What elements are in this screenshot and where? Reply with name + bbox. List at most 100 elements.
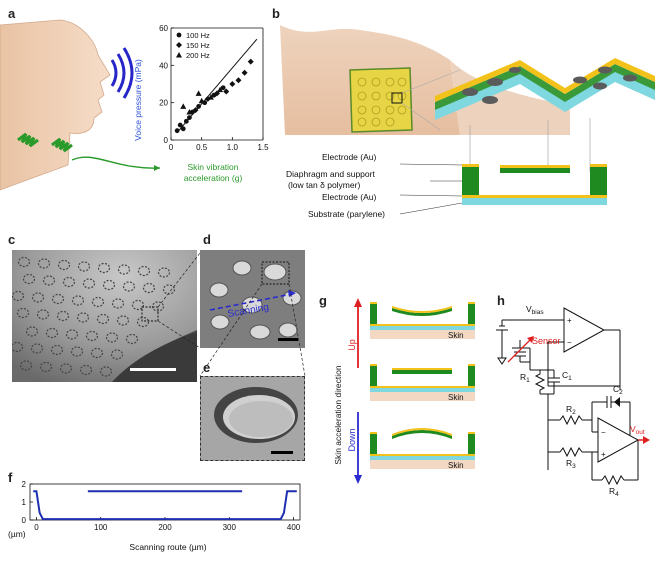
panel-label-e: e xyxy=(203,360,211,375)
skin-label-1: Skin xyxy=(448,331,464,340)
skin-label-2: Skin xyxy=(448,393,464,402)
label-diaphragm-1: Diaphragm and support xyxy=(286,169,375,179)
scatter-point xyxy=(229,81,236,87)
panel-label-f: f xyxy=(8,470,13,485)
scatter-point xyxy=(241,69,248,76)
sem-ring xyxy=(57,259,71,271)
scatter-ytick-label: 40 xyxy=(159,61,168,70)
scatter-point xyxy=(174,128,180,134)
scatter-ytick-label: 60 xyxy=(159,24,168,33)
scatter-point xyxy=(223,88,230,95)
sem-ring xyxy=(30,343,44,354)
down-label: Down xyxy=(347,428,357,451)
scatter-point xyxy=(192,107,199,114)
skin-direction-label: Skin acceleration direction xyxy=(333,365,343,464)
scatter-xtick-label: 1.5 xyxy=(257,143,269,152)
profile-series-line xyxy=(33,490,297,521)
sem-ring xyxy=(65,329,79,340)
scatter-point xyxy=(196,104,201,109)
green-arrow xyxy=(71,156,161,171)
legend-marker xyxy=(176,52,182,58)
sem-ring xyxy=(56,310,70,322)
profile-xtick-label: 100 xyxy=(94,523,108,532)
sem-ring xyxy=(37,258,51,269)
sem-ring xyxy=(59,363,73,374)
sem-ring xyxy=(51,293,65,305)
sem-ring xyxy=(96,313,110,325)
sem-ring xyxy=(116,315,130,326)
skin-label-3: Skin xyxy=(448,461,464,470)
sem-ring xyxy=(102,279,116,291)
sem-ring xyxy=(136,316,150,328)
panel-label-h: h xyxy=(497,293,505,308)
scatter-point xyxy=(198,97,205,104)
profile-xtick-label: 200 xyxy=(158,523,172,532)
sensor-label: Sensor xyxy=(532,336,561,346)
sem-ring xyxy=(91,296,105,308)
neck-sensor-illustration: Electrode (Au) Diaphragm and support (lo… xyxy=(280,25,655,219)
panel-label-d: d xyxy=(203,232,211,247)
sem-image-c xyxy=(12,250,197,382)
scatter-point xyxy=(187,115,192,120)
sem-ring xyxy=(111,298,125,309)
r1-label: R1 xyxy=(520,372,530,384)
legend-label: 200 Hz xyxy=(186,51,210,60)
scatter-ylabel: Voice pressure (mPa) xyxy=(135,59,143,141)
sem-ring xyxy=(99,366,113,377)
profile-ytick-label: 1 xyxy=(22,498,27,507)
scatter-point xyxy=(195,90,202,96)
state-down: Skin xyxy=(370,428,475,470)
sem-ring xyxy=(12,341,24,353)
profile-xtick-label: 400 xyxy=(287,523,301,532)
sem-ring xyxy=(12,290,25,302)
sem-ring xyxy=(76,312,90,323)
state-rest: Skin xyxy=(370,364,475,402)
sem-ring xyxy=(110,349,124,360)
sem-ring xyxy=(142,282,156,294)
sem-ring xyxy=(85,330,99,342)
sem-ring xyxy=(17,256,31,268)
opamp2-minus: − xyxy=(601,428,606,437)
scatter-point xyxy=(207,94,214,100)
skin-acceleration-diagram: Skin acceleration direction Up Down Skin… xyxy=(333,298,475,484)
sem-ring xyxy=(131,299,145,311)
opamp1-plus: + xyxy=(567,316,572,325)
sem-ring xyxy=(79,364,93,376)
sem-ring xyxy=(125,333,139,345)
r4-label: R4 xyxy=(609,486,619,498)
label-diaphragm-2: (low tan δ polymer) xyxy=(288,180,360,190)
sem-image-d: Scanning xyxy=(200,250,305,348)
profile-frame xyxy=(29,483,301,521)
scatter-point xyxy=(186,109,193,115)
sem-ring xyxy=(122,281,136,292)
r3-label: R3 xyxy=(566,458,576,470)
sem-ring xyxy=(77,261,91,272)
panel-label-b: b xyxy=(272,6,280,21)
label-electrode-bottom: Electrode (Au) xyxy=(322,192,376,202)
sem-ring xyxy=(36,309,50,320)
up-label: Up xyxy=(347,339,357,351)
scatter-ytick-label: 20 xyxy=(159,99,168,108)
scatter-point xyxy=(247,58,254,65)
sem-ring xyxy=(90,347,104,359)
c1-label: C1 xyxy=(562,370,572,382)
panel-label-g: g xyxy=(319,293,327,308)
scatter-point xyxy=(180,126,186,132)
profile-ytick-label: 0 xyxy=(22,516,27,525)
sem-ring xyxy=(22,273,36,285)
panel-b: b xyxy=(270,0,663,220)
scatter-xtick-label: 1.0 xyxy=(227,143,239,152)
sem-ring xyxy=(137,265,151,277)
profile-ytick-label: 2 xyxy=(22,480,27,489)
sem-ring xyxy=(25,326,39,337)
scatter-xlabel-line2: acceleration (g) xyxy=(184,173,243,183)
panel-label-c: c xyxy=(8,232,16,247)
vbias-label: Vbias xyxy=(526,304,544,316)
vout-label: Vout xyxy=(630,424,645,436)
profile-xlabel: Scanning route (µm) xyxy=(129,542,206,552)
scatter-point xyxy=(217,86,224,93)
circuit-diagram: Vbias Sensor + − R1 C1 R2 C2 R3 R4 − + V… xyxy=(496,304,650,498)
profile-xtick-label: 300 xyxy=(223,523,237,532)
